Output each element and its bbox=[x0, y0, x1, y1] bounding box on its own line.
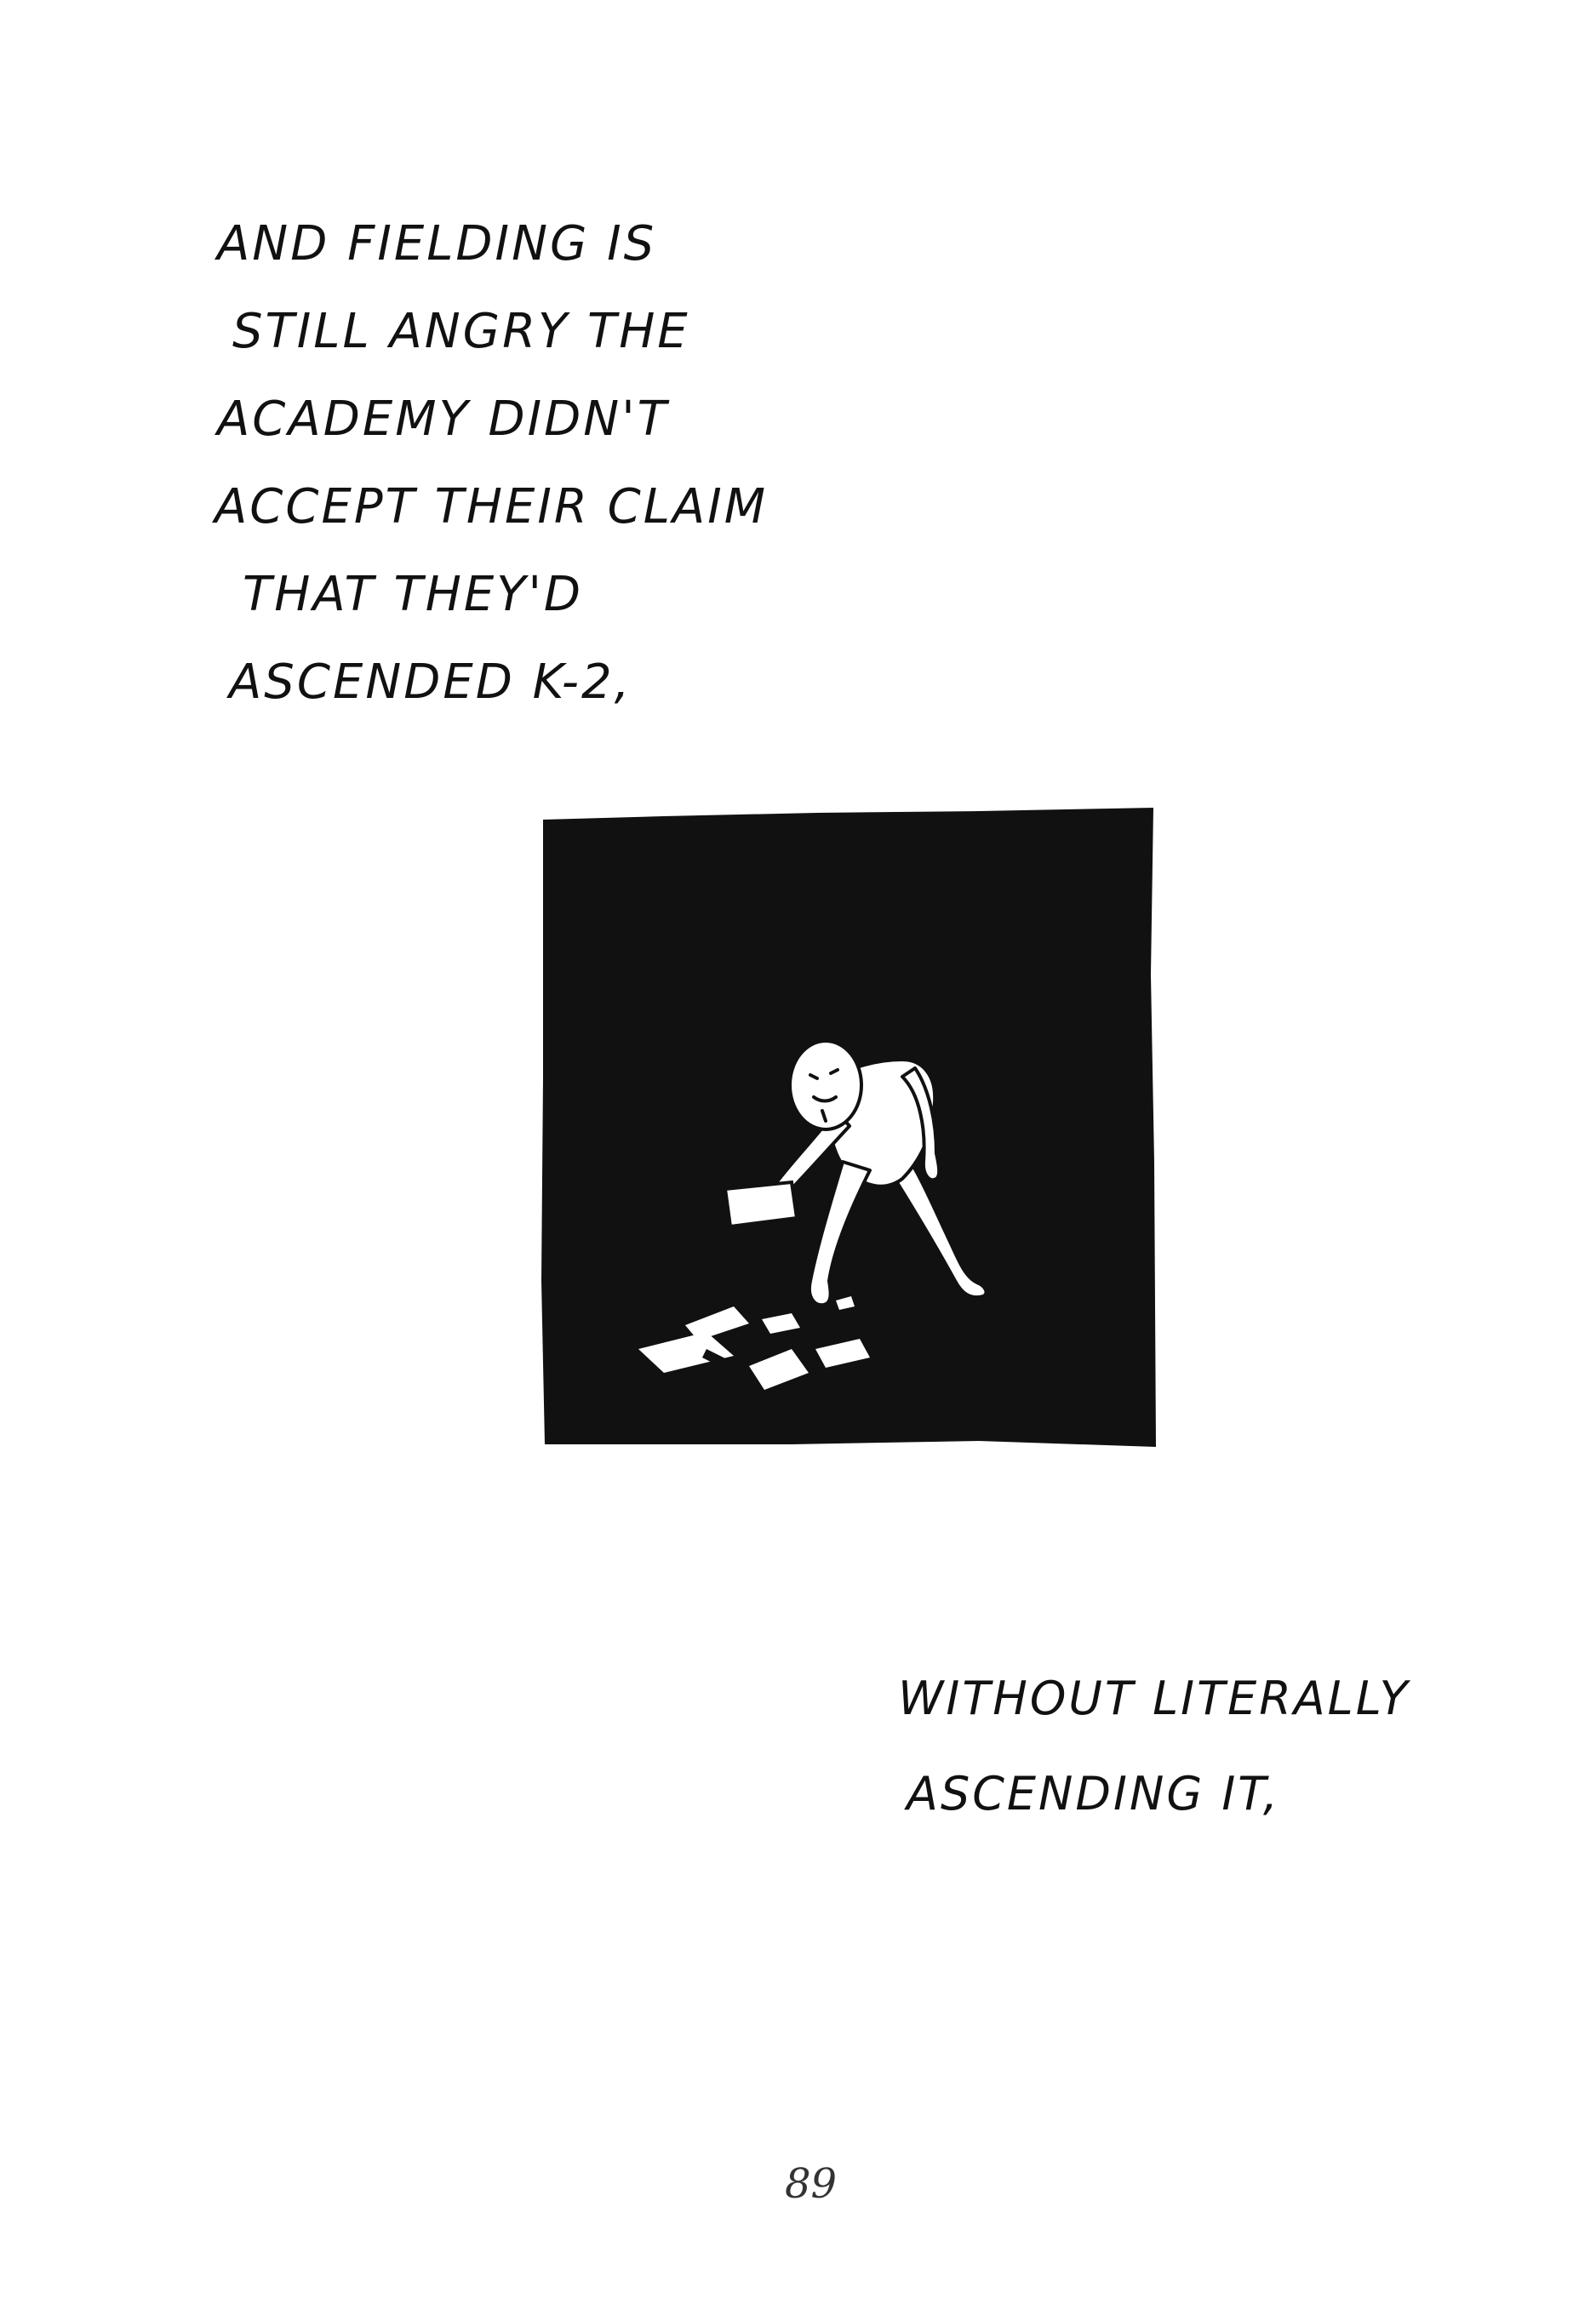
caption-bottom-line: ASCENDING IT, bbox=[907, 1767, 1281, 1821]
caption-top-line: STILL ANGRY THE bbox=[232, 304, 690, 359]
caption-top: AND FIELDING IS STILL ANGRY THE ACADEMY … bbox=[215, 200, 830, 726]
caption-top-line: ACADEMY DIDN'T bbox=[217, 392, 669, 447]
caption-top-line: AND FIELDING IS bbox=[217, 216, 657, 272]
caption-bottom-line: WITHOUT LITERALLY bbox=[898, 1672, 1410, 1725]
caption-top-line: ACCEPT THEIR CLAIM bbox=[215, 479, 769, 534]
panel-illustration bbox=[541, 808, 1156, 1447]
comic-panel bbox=[536, 804, 1158, 1447]
scattered-papers bbox=[638, 1296, 870, 1390]
box bbox=[723, 1180, 799, 1229]
bent-figure bbox=[769, 1039, 988, 1307]
caption-top-line: THAT THEY'D bbox=[243, 567, 583, 622]
figure-face bbox=[809, 1068, 839, 1123]
caption-top-line: ASCENDED K-2, bbox=[229, 655, 632, 710]
page-number: 89 bbox=[785, 2160, 838, 2208]
caption-bottom: WITHOUT LITERALLY ASCENDING IT, bbox=[898, 1651, 1494, 1842]
